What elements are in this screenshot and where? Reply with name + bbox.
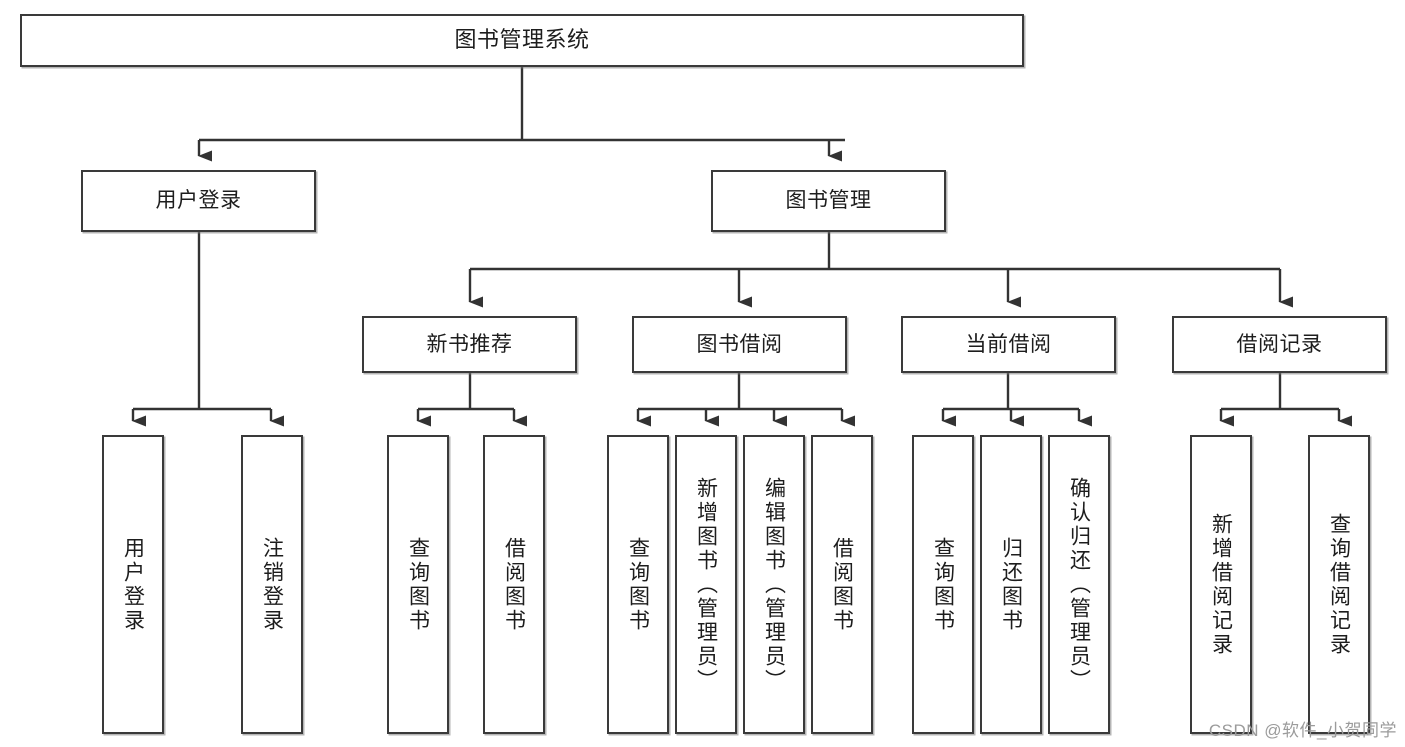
node-label: 编辑图书（管理员） bbox=[762, 476, 786, 693]
node-label: 图书管理 bbox=[785, 189, 872, 213]
node-root-book-management-system[interactable]: 图书管理系统 bbox=[20, 14, 1024, 67]
node-leaf-query-book-current[interactable]: 查询图书 bbox=[912, 435, 974, 734]
node-label: 当前借阅 bbox=[965, 332, 1052, 356]
node-leaf-confirm-return[interactable]: 确认归还（管理员） bbox=[1048, 435, 1110, 734]
node-leaf-borrow-book[interactable]: 借阅图书 bbox=[811, 435, 873, 734]
node-label: 归还图书 bbox=[999, 536, 1023, 633]
node-label: 借阅图书 bbox=[830, 536, 854, 633]
node-label: 图书借阅 bbox=[696, 332, 783, 356]
node-label: 新增借阅记录 bbox=[1209, 512, 1233, 657]
node-current-borrow[interactable]: 当前借阅 bbox=[901, 316, 1116, 373]
node-label: 借阅图书 bbox=[502, 536, 526, 633]
node-borrow-record[interactable]: 借阅记录 bbox=[1172, 316, 1387, 373]
node-label: 用户登录 bbox=[155, 189, 242, 213]
node-leaf-query-book-borrow[interactable]: 查询图书 bbox=[607, 435, 669, 734]
node-label: 图书管理系统 bbox=[454, 27, 590, 53]
node-label: 查询图书 bbox=[626, 536, 650, 633]
node-book-manage[interactable]: 图书管理 bbox=[711, 170, 946, 232]
node-book-borrow[interactable]: 图书借阅 bbox=[632, 316, 847, 373]
node-label: 查询图书 bbox=[406, 536, 430, 633]
node-leaf-query-borrow-record[interactable]: 查询借阅记录 bbox=[1308, 435, 1370, 734]
node-new-book-recommend[interactable]: 新书推荐 bbox=[362, 316, 577, 373]
node-label: 查询借阅记录 bbox=[1327, 512, 1351, 657]
node-label: 借阅记录 bbox=[1236, 332, 1323, 356]
node-leaf-borrow-book-recommend[interactable]: 借阅图书 bbox=[483, 435, 545, 734]
node-label: 新增图书（管理员） bbox=[694, 476, 718, 693]
node-label: 用户登录 bbox=[121, 536, 145, 633]
node-leaf-user-login[interactable]: 用户登录 bbox=[102, 435, 164, 734]
node-label: 注销登录 bbox=[260, 536, 284, 633]
node-label: 查询图书 bbox=[931, 536, 955, 633]
node-label: 确认归还（管理员） bbox=[1067, 476, 1091, 693]
node-leaf-add-borrow-record[interactable]: 新增借阅记录 bbox=[1190, 435, 1252, 734]
node-label: 新书推荐 bbox=[426, 332, 513, 356]
node-leaf-add-book[interactable]: 新增图书（管理员） bbox=[675, 435, 737, 734]
node-leaf-query-book-recommend[interactable]: 查询图书 bbox=[387, 435, 449, 734]
node-leaf-logout-login[interactable]: 注销登录 bbox=[241, 435, 303, 734]
node-leaf-edit-book[interactable]: 编辑图书（管理员） bbox=[743, 435, 805, 734]
node-leaf-return-book[interactable]: 归还图书 bbox=[980, 435, 1042, 734]
csdn-watermark: CSDN @软件_小贺同学 bbox=[1208, 721, 1397, 740]
node-user-login[interactable]: 用户登录 bbox=[81, 170, 316, 232]
